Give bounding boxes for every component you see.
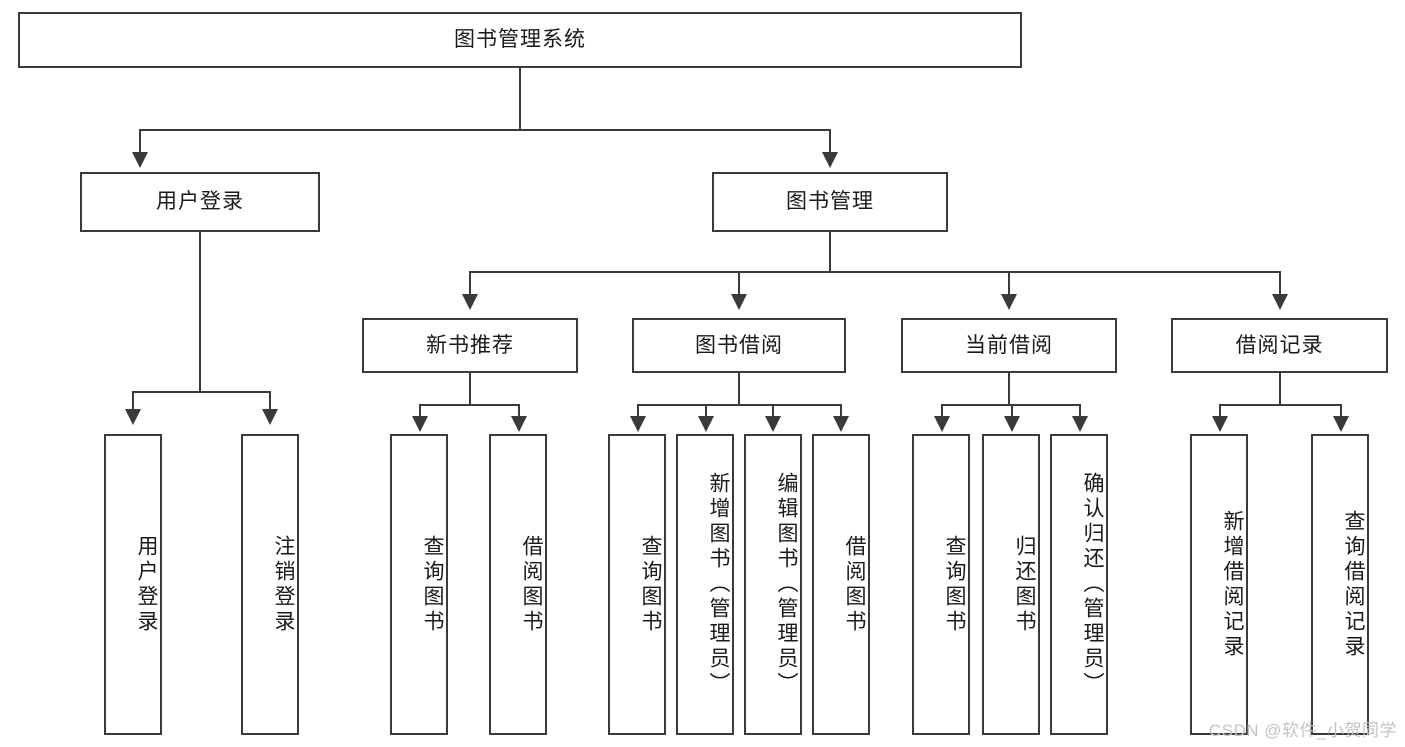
node-label: 借阅图书 — [843, 534, 866, 635]
connector-level1-left-drop — [139, 129, 141, 154]
node-label: 图书管理 — [786, 190, 874, 214]
arrow-to-current-borrow — [1001, 294, 1017, 310]
node-book-management[interactable]: 图书管理 — [712, 172, 948, 232]
node-label: 查询借阅记录 — [1342, 509, 1365, 660]
arrow-to-leaf-borrow-book-1 — [511, 416, 527, 432]
arrow-to-book-borrow — [731, 294, 747, 310]
connector-user-login-drop-1 — [132, 391, 134, 411]
node-user-login[interactable]: 用户登录 — [80, 172, 320, 232]
leaf-query-borrow-record[interactable]: 查询借阅记录 — [1311, 434, 1369, 735]
node-label: 新增图书（管理员） — [707, 472, 730, 697]
connector-book-borrow-drop-4 — [840, 404, 842, 418]
connector-level3-drop-2 — [738, 271, 740, 296]
node-label: 新书推荐 — [426, 333, 514, 357]
connector-borrow-record-stem — [1279, 373, 1281, 405]
connector-book-borrow-stem — [738, 373, 740, 405]
arrow-to-leaf-query-book-3 — [934, 416, 950, 432]
leaf-logout[interactable]: 注销登录 — [241, 434, 299, 735]
connector-book-borrow-drop-2 — [705, 404, 707, 418]
arrow-to-leaf-query-book-1 — [412, 416, 428, 432]
connector-user-login-bar — [132, 391, 270, 393]
connector-book-borrow-bar — [637, 404, 841, 406]
arrow-to-leaf-edit-book — [765, 416, 781, 432]
connector-root-stem — [519, 68, 521, 130]
leaf-add-borrow-record[interactable]: 新增借阅记录 — [1190, 434, 1248, 735]
node-current-borrow[interactable]: 当前借阅 — [901, 318, 1117, 373]
leaf-confirm-return-admin[interactable]: 确认归还（管理员） — [1050, 434, 1108, 735]
connector-current-borrow-drop-3 — [1079, 404, 1081, 418]
node-label: 查询图书 — [943, 534, 966, 635]
node-label: 用户登录 — [156, 190, 244, 214]
node-label: 注销登录 — [272, 534, 295, 635]
connector-book-borrow-drop-1 — [637, 404, 639, 418]
arrow-to-leaf-logout — [262, 409, 278, 425]
node-label: 查询图书 — [421, 534, 444, 635]
connector-current-borrow-stem — [1008, 373, 1010, 405]
connector-new-book-bar — [419, 404, 520, 406]
leaf-query-book-current[interactable]: 查询图书 — [912, 434, 970, 735]
node-label: 借阅图书 — [520, 534, 543, 635]
node-label: 借阅记录 — [1235, 333, 1324, 357]
connector-book-borrow-drop-3 — [772, 404, 774, 418]
node-label: 编辑图书（管理员） — [775, 472, 798, 697]
connector-level3-drop-4 — [1279, 271, 1281, 296]
arrow-to-leaf-query-record — [1333, 416, 1349, 432]
arrow-to-leaf-return-book — [1004, 416, 1020, 432]
arrow-to-leaf-user-login — [125, 409, 141, 425]
connector-user-login-stem — [199, 232, 201, 392]
connector-new-book-drop-2 — [518, 404, 520, 418]
arrow-to-user-login — [132, 152, 148, 168]
leaf-edit-book-admin[interactable]: 编辑图书（管理员） — [744, 434, 802, 735]
connector-level3-drop-1 — [469, 271, 471, 296]
arrow-to-leaf-confirm-return — [1072, 416, 1088, 432]
watermark: CSDN @软件_小贺同学 — [1208, 721, 1397, 740]
node-label: 新增借阅记录 — [1221, 509, 1244, 660]
node-book-borrow[interactable]: 图书借阅 — [632, 318, 846, 373]
leaf-borrow-book[interactable]: 借阅图书 — [812, 434, 870, 735]
leaf-add-book-admin[interactable]: 新增图书（管理员） — [676, 434, 734, 735]
leaf-borrow-book-recommend[interactable]: 借阅图书 — [489, 434, 547, 735]
connector-current-borrow-drop-2 — [1011, 404, 1013, 418]
connector-user-login-drop-2 — [269, 391, 271, 411]
connector-level1-bar — [139, 129, 831, 131]
arrow-to-leaf-add-record — [1212, 416, 1228, 432]
arrow-to-new-book-recommend — [462, 294, 478, 310]
connector-new-book-drop-1 — [419, 404, 421, 418]
node-root-book-management-system[interactable]: 图书管理系统 — [18, 12, 1022, 68]
arrow-to-book-management — [822, 152, 838, 168]
node-label: 归还图书 — [1013, 534, 1036, 635]
node-label: 用户登录 — [135, 534, 158, 635]
leaf-return-book[interactable]: 归还图书 — [982, 434, 1040, 735]
connector-level1-right-drop — [829, 129, 831, 154]
connector-current-borrow-drop-1 — [941, 404, 943, 418]
node-label: 确认归还（管理员） — [1081, 472, 1104, 697]
leaf-query-book-borrow[interactable]: 查询图书 — [608, 434, 666, 735]
node-new-book-recommend[interactable]: 新书推荐 — [362, 318, 578, 373]
node-label: 当前借阅 — [965, 333, 1053, 357]
arrow-to-borrow-record — [1272, 294, 1288, 310]
connector-new-book-stem — [469, 373, 471, 405]
arrow-to-leaf-query-book-2 — [630, 416, 646, 432]
connector-borrow-record-bar — [1219, 404, 1342, 406]
node-label: 图书借阅 — [695, 333, 783, 357]
connector-borrow-record-drop-1 — [1219, 404, 1221, 418]
node-label: 查询图书 — [639, 534, 662, 635]
connector-borrow-record-drop-2 — [1340, 404, 1342, 418]
connector-level3-drop-3 — [1008, 271, 1010, 296]
leaf-user-login[interactable]: 用户登录 — [104, 434, 162, 735]
node-label: 图书管理系统 — [454, 28, 586, 52]
arrow-to-leaf-add-book — [698, 416, 714, 432]
leaf-query-book-recommend[interactable]: 查询图书 — [390, 434, 448, 735]
arrow-to-leaf-borrow-book-2 — [833, 416, 849, 432]
connector-book-management-stem — [829, 232, 831, 272]
connector-level3-bar — [469, 271, 1281, 273]
node-borrow-record[interactable]: 借阅记录 — [1171, 318, 1388, 373]
connector-current-borrow-bar — [941, 404, 1080, 406]
